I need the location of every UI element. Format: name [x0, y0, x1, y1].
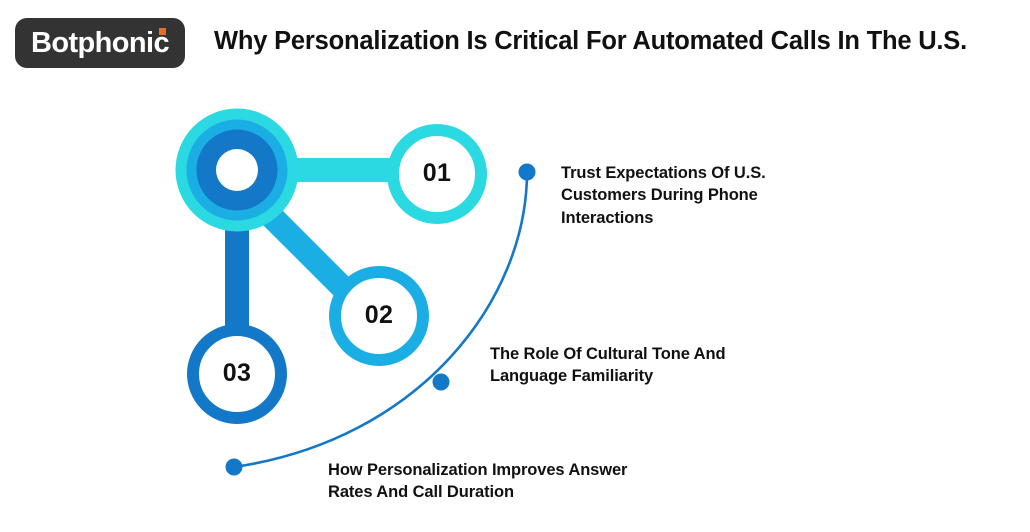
callout-label-2-line-2: Language Familiarity: [490, 367, 654, 386]
hub-ring-inner: [196, 129, 278, 211]
callout-label-3-line-1: How Personalization Improves Answer: [328, 461, 628, 479]
brand-logo-wordmark: Botphonic: [31, 26, 170, 59]
callout-label-2: The Role Of Cultural Tone And Language F…: [490, 343, 810, 388]
callout-label-3: How Personalization Improves Answer Rate…: [328, 459, 718, 504]
node-02-circle[interactable]: [329, 266, 429, 366]
node-01-number: 01: [422, 159, 452, 187]
node-03-number: 03: [222, 359, 252, 387]
hub-center: [216, 149, 258, 191]
callout-label-1-line-3: Interactions: [561, 208, 654, 227]
callout-label-3-line-2: Rates And Call Duration: [328, 483, 514, 502]
node-01-circle[interactable]: [387, 124, 487, 224]
node-03-circle[interactable]: [187, 324, 287, 424]
page-title: Why Personalization Is Critical For Auto…: [214, 27, 967, 55]
callout-label-1-line-1: Trust Expectations Of U.S.: [561, 164, 766, 182]
callout-label-2-line-1: The Role Of Cultural Tone And: [490, 345, 726, 363]
hub-ring-outer: [175, 108, 299, 232]
callout-marker-3[interactable]: [225, 458, 243, 476]
callout-marker-2[interactable]: [432, 373, 450, 391]
callout-label-1-line-2: Customers During Phone: [561, 186, 758, 205]
brand-logo: Botphonic: [15, 18, 185, 68]
brand-logo-text: Botphonic: [31, 26, 170, 59]
header: Botphonic Why Personalization Is Critica…: [0, 0, 1030, 88]
callout-arc: [233, 171, 529, 469]
logo-accent-dot-icon: [158, 27, 166, 35]
callout-label-1: Trust Expectations Of U.S. Customers Dur…: [561, 162, 861, 229]
callout-marker-1[interactable]: [518, 163, 536, 181]
node-02-number: 02: [364, 301, 394, 329]
